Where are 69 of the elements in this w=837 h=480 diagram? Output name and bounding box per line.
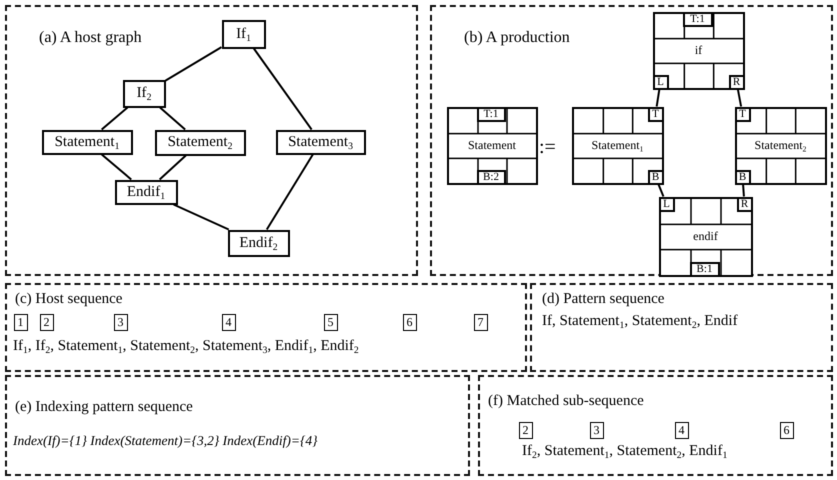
port-cell: T:1 bbox=[682, 12, 712, 26]
node-box: Endif$_{1}$ bbox=[114, 180, 178, 204]
node-box: If$_{1}$ bbox=[222, 20, 266, 48]
cell-label: Statement$_{2}$ bbox=[754, 138, 808, 152]
port-cell: B:2 bbox=[476, 170, 506, 184]
sequence-text: If$_{1}$, If$_{2}$, Statement$_{1}$, Statement$_{2}$, Statement$_{3}$, Endif$_{1}$, Endif$_{2}$ bbox=[13, 338, 359, 355]
port-cell: T bbox=[734, 106, 750, 122]
panel-frame bbox=[5, 283, 527, 372]
node-box: Statement$_{2}$ bbox=[154, 130, 246, 156]
index-box: 1 bbox=[14, 314, 28, 330]
panel-frame bbox=[5, 375, 470, 476]
panel-title: (c) Host sequence bbox=[15, 291, 122, 308]
port-cell: B bbox=[648, 170, 664, 184]
node-box: If$_{2}$ bbox=[122, 80, 166, 108]
port-cell: T bbox=[648, 106, 664, 122]
panel-title: (a) A host graph bbox=[39, 29, 142, 47]
port-cell: B:1 bbox=[690, 262, 720, 276]
production-operator: := bbox=[539, 136, 556, 159]
panel-title: (f) Matched sub-sequence bbox=[488, 393, 644, 410]
index-box: 4 bbox=[222, 314, 236, 330]
grid-box bbox=[658, 196, 752, 276]
cell-label: Statement bbox=[467, 138, 517, 152]
grid-box bbox=[446, 106, 538, 184]
index-box: 6 bbox=[402, 314, 416, 330]
connector-line bbox=[159, 106, 186, 130]
grid-box bbox=[652, 12, 744, 90]
cell-label: Statement$_{1}$ bbox=[590, 138, 644, 152]
node-box: Statement$_{3}$ bbox=[276, 130, 366, 154]
cell-label: endif bbox=[692, 228, 719, 244]
connector-line bbox=[173, 204, 230, 230]
connector-line bbox=[253, 48, 312, 130]
connector-line bbox=[101, 106, 128, 130]
panel-frame bbox=[430, 5, 833, 276]
grid-box bbox=[734, 106, 826, 184]
index-formula: Index(If)={1} Index(Statement)={3,2} Index(Endif)={4} bbox=[13, 433, 318, 449]
port-cell: R bbox=[728, 74, 744, 90]
index-box: 5 bbox=[324, 314, 338, 330]
port-cell: R bbox=[736, 196, 752, 212]
grid-box bbox=[572, 106, 664, 184]
connector-line bbox=[266, 154, 314, 230]
connector-line bbox=[101, 154, 132, 180]
port-cell: L bbox=[652, 74, 668, 90]
index-box: 2 bbox=[40, 314, 54, 330]
connector-line bbox=[736, 89, 742, 107]
panel-title: (d) Pattern sequence bbox=[542, 291, 664, 308]
index-box: 3 bbox=[590, 422, 604, 438]
panel-frame bbox=[478, 375, 833, 476]
connector-line bbox=[658, 184, 664, 197]
port-cell: L bbox=[658, 196, 674, 212]
connector-line bbox=[742, 184, 745, 197]
connector-line bbox=[656, 89, 660, 107]
index-box: 2 bbox=[518, 422, 532, 438]
index-box: 6 bbox=[780, 422, 794, 438]
cell-label: if bbox=[694, 42, 704, 58]
index-box: 3 bbox=[114, 314, 128, 330]
panel-title: (b) A production bbox=[464, 29, 570, 47]
node-box: Statement$_{1}$ bbox=[42, 130, 132, 154]
connector-line bbox=[158, 154, 186, 180]
node-box: Endif$_{2}$ bbox=[228, 230, 290, 256]
sequence-text: If$_{2}$, Statement$_{1}$, Statement$_{2}$, Endif$_{1}$ bbox=[522, 443, 728, 460]
panel-title: (e) Indexing pattern sequence bbox=[15, 399, 193, 416]
connector-line bbox=[164, 46, 222, 82]
panel-frame bbox=[530, 283, 833, 372]
sequence-text: If, Statement$_{1}$, Statement$_{2}$, Endif bbox=[542, 313, 738, 330]
port-cell: B bbox=[734, 170, 750, 184]
index-box: 7 bbox=[474, 314, 488, 330]
index-box: 4 bbox=[674, 422, 688, 438]
panel-frame bbox=[5, 5, 418, 276]
port-cell: T:1 bbox=[476, 106, 506, 122]
